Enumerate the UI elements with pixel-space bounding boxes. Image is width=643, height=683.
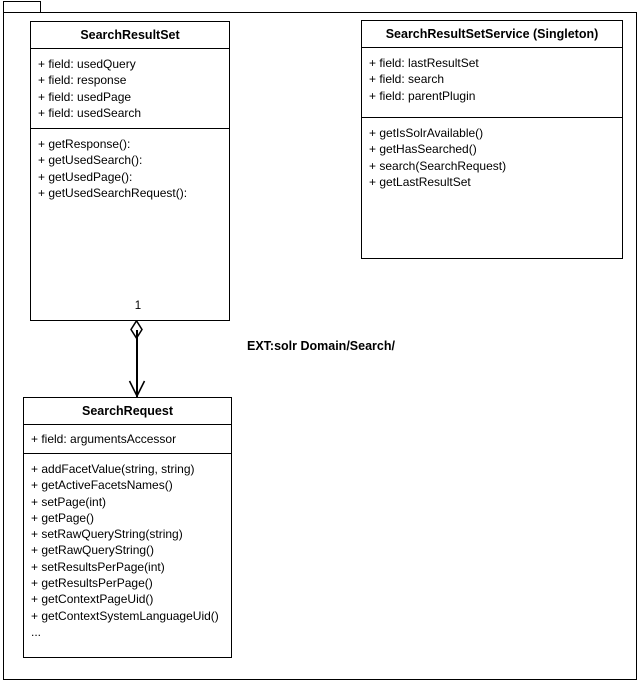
uml-class-search-result-set-service[interactable]: SearchResultSetService (Singleton) + fie… [361, 20, 623, 259]
uml-operation: + getHasSearched() [369, 142, 477, 157]
extension-scope-annotation: EXT:solr Domain/Search/ [247, 339, 395, 353]
uml-attributes-compartment: + field: usedQuery + field: response + f… [31, 49, 229, 129]
open-arrowhead-icon [128, 380, 146, 398]
uml-operations-compartment: + getIsSolrAvailable() + getHasSearched(… [362, 118, 622, 197]
uml-attribute: + field: search [369, 72, 445, 87]
uml-class-title: SearchResultSet [31, 22, 229, 49]
uml-attribute: + field: argumentsAccessor [31, 432, 177, 446]
uml-operation: + getUsedSearchRequest(): [38, 185, 188, 200]
uml-attribute: + field: lastResultSet [369, 56, 479, 70]
uml-operation: + addFacetValue(string, string) [31, 462, 195, 476]
uml-class-title: SearchResultSetService (Singleton) [362, 21, 622, 48]
uml-operation: + setRawQueryString(string) [31, 527, 183, 542]
association-source-multiplicity: 1 [134, 300, 142, 312]
uml-operation: + getResponse(): [38, 137, 131, 151]
association-line [136, 330, 138, 398]
uml-operation: + setPage(int) [31, 494, 107, 509]
uml-operation: + search(SearchRequest) [369, 158, 507, 173]
uml-operation: + getRawQueryString() [31, 543, 155, 558]
uml-operation: + getPage() [31, 510, 95, 525]
uml-class-search-result-set[interactable]: SearchResultSet + field: usedQuery + fie… [30, 21, 230, 321]
uml-operation: + setResultsPerPage(int) [31, 559, 165, 574]
page-corner-tab-mask [4, 12, 40, 14]
uml-operations-compartment: + getResponse(): + getUsedSearch(): + ge… [31, 129, 229, 208]
uml-operation: + getIsSolrAvailable() [369, 126, 484, 140]
uml-operation: ... [31, 624, 42, 639]
uml-attribute: + field: usedPage [38, 89, 132, 104]
uml-operation: + getContextPageUid() [31, 592, 154, 607]
page-corner-tab [3, 1, 41, 13]
uml-operation: + getContextSystemLanguageUid() [31, 608, 219, 623]
diagram-page-border [3, 12, 637, 680]
uml-operation: + getLastResultSet [369, 174, 471, 189]
uml-attribute: + field: response [38, 73, 127, 88]
uml-class-search-request[interactable]: SearchRequest + field: argumentsAccessor… [23, 397, 232, 658]
uml-operation: + getUsedSearch(): [38, 153, 143, 168]
uml-operation: + getResultsPerPage() [31, 576, 153, 591]
uml-class-title: SearchRequest [24, 398, 231, 425]
uml-operation: + getUsedPage(): [38, 169, 133, 184]
uml-operations-compartment: + addFacetValue(string, string) + getAct… [24, 454, 231, 647]
uml-attribute: + field: parentPlugin [369, 88, 476, 103]
uml-attribute: + field: usedSearch [38, 105, 142, 120]
uml-attributes-compartment: + field: argumentsAccessor [24, 425, 231, 454]
uml-attribute: + field: usedQuery [38, 57, 136, 71]
uml-attributes-compartment: + field: lastResultSet + field: search +… [362, 48, 622, 118]
uml-operation: + getActiveFacetsNames() [31, 478, 173, 493]
